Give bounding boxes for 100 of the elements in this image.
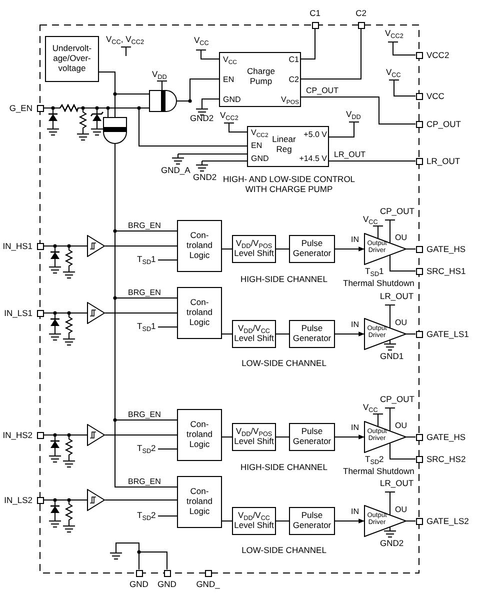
driver-label: IN — [351, 424, 360, 432]
function-block — [232, 507, 276, 535]
pin-label: VCC2 — [426, 50, 450, 60]
signal-label: V$_{CC2}$ — [385, 29, 404, 39]
function-block — [177, 220, 222, 272]
signal-label: V$_{CC}$ — [194, 36, 209, 46]
function-block — [289, 507, 335, 535]
connector-line — [328, 160, 416, 162]
block-label: +14.5 V — [298, 154, 327, 164]
block-label: Pulse Generator — [292, 324, 332, 344]
pin-label: LR_OUT — [426, 156, 460, 166]
signal-label: T$_{SD}$2 — [137, 511, 158, 521]
signal-label: Thermal Shutdown — [343, 467, 414, 477]
function-block — [289, 423, 335, 451]
signal-label: CP_OUT — [380, 395, 414, 405]
signal-label: V$_{DD}$ — [152, 70, 167, 80]
signal-label: GND2 — [193, 173, 217, 183]
signal-label: V$_{CC}$ — [363, 403, 378, 413]
edge-label: LR_OUT — [334, 150, 366, 160]
buffer-triangle — [87, 235, 105, 257]
pin-label: GND — [130, 580, 148, 590]
pin-label: IN_LS1 — [4, 308, 32, 318]
pin-label: GATE_HS — [426, 244, 466, 254]
signal-label: Thermal Shutdown — [343, 279, 414, 289]
function-block — [232, 320, 276, 348]
block-label: V$_{POS}$ — [280, 95, 299, 104]
section-caption: HIGH-SIDE CHANNEL — [240, 463, 328, 473]
function-block — [289, 235, 335, 263]
block-label: Con- troland Logic — [186, 298, 214, 328]
pin-label: GATE_LS2 — [426, 516, 469, 526]
connector-line — [138, 552, 168, 570]
block-label: C2 — [288, 75, 299, 84]
function-block — [219, 52, 301, 107]
signal-label: GND1 — [380, 352, 404, 362]
pin-label: IN_HS2 — [2, 430, 32, 440]
pin-label: GND_ — [196, 580, 220, 590]
connector-line — [43, 434, 88, 436]
block-label: V$_{CC}$ — [223, 55, 238, 64]
connector-line — [276, 436, 290, 438]
section-caption: LOW-SIDE CHANNEL — [240, 359, 328, 369]
section-caption: LOW-SIDE CHANNEL — [240, 546, 328, 556]
connector-line — [43, 312, 88, 314]
block-label: Con- troland Logic — [186, 420, 214, 450]
connector-line — [334, 246, 365, 252]
connector-line — [98, 72, 116, 118]
block-label: GND — [223, 95, 242, 104]
signal-label: T$_{SD}$1 — [365, 267, 384, 277]
connector-line — [222, 436, 232, 438]
connector-line — [300, 28, 362, 80]
pin-label: SRC_HS1 — [426, 266, 466, 276]
block-label: Linear Reg — [271, 135, 297, 155]
connector-line — [406, 436, 416, 438]
connector-line — [222, 520, 232, 522]
connector-line — [158, 326, 178, 328]
signal-label: LR_OUT — [380, 292, 414, 302]
pin-label: GATE_LS1 — [426, 330, 469, 340]
block-label: Undervolt- age/Over- voltage — [51, 44, 93, 74]
function-block — [289, 320, 335, 348]
driver-label: IN — [351, 236, 360, 244]
connector-line — [334, 434, 365, 440]
connector-line — [43, 104, 248, 146]
connector-line — [104, 312, 178, 314]
connector-line — [104, 434, 178, 436]
signal-label: GND2 — [380, 539, 404, 549]
signal-label: T$_{SD}$1 — [137, 255, 158, 265]
block-label: EN — [251, 141, 264, 150]
pin-label: IN_LS2 — [4, 496, 32, 506]
driver-label: IN — [351, 321, 360, 330]
edge-label: BRG_EN — [128, 221, 161, 230]
driver-label: OU — [395, 506, 408, 514]
signal-label: V$_{CC}$ — [363, 215, 378, 225]
buffer-triangle — [87, 489, 105, 511]
edge-label: BRG_EN — [128, 410, 161, 420]
block-label: V$_{DD}$/V$_{CC}$ Level Shift — [233, 324, 275, 344]
function-block — [177, 287, 222, 339]
connector-line — [390, 442, 416, 460]
signal-label: CP_OUT — [380, 207, 414, 217]
connector-line — [300, 96, 416, 124]
pin-label: C1 — [310, 8, 320, 18]
signal-label: LR_OUT — [380, 479, 414, 489]
driver-label: OU — [395, 234, 408, 242]
pin-label: GND — [158, 580, 176, 590]
block-label: Charge Pump — [246, 67, 276, 87]
block-label: Con- troland Logic — [186, 231, 214, 261]
connector-line — [222, 248, 232, 250]
signal-label: V$_{CC}$ — [386, 68, 401, 78]
signal-label: V$_{DD}$ — [346, 110, 361, 120]
connector-line — [276, 248, 290, 250]
block-label: EN — [223, 75, 236, 84]
connector-line — [406, 520, 416, 522]
block-label: V$_{DD}$/V$_{POS}$ Level Shift — [233, 239, 275, 259]
signal-label: V$_{CC2}$ — [220, 111, 238, 121]
function-block — [177, 476, 222, 528]
block-label: V$_{DD}$/V$_{POS}$ Level Shift — [233, 427, 275, 447]
buffer-triangle — [87, 302, 105, 324]
buffer-triangle — [87, 424, 105, 446]
connector-line — [334, 332, 365, 336]
block-label: GND — [251, 154, 270, 164]
output-driver — [350, 421, 408, 453]
pin-label: G_EN — [9, 104, 32, 114]
